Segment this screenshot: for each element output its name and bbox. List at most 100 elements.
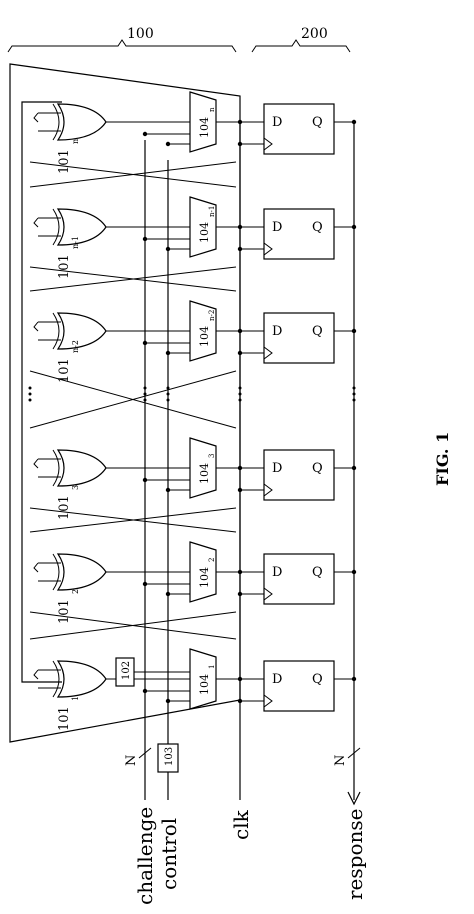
component-102-label: 102 <box>121 661 132 680</box>
stage-2-xor-in-arrow <box>33 217 39 228</box>
stage-3-cross-b <box>29 370 237 429</box>
label-200: 200 <box>301 26 328 42</box>
stage-6-ff-q: Q <box>312 672 323 687</box>
stage-4-mux-sel-dot <box>142 477 148 483</box>
stage-5-xor-label: 101 <box>57 599 72 624</box>
stage-1-mux-sub: n <box>208 107 216 112</box>
stage-3-xor-gate <box>56 312 107 350</box>
brace-200 <box>251 39 351 53</box>
stage-6-xor-in-arrow <box>33 669 39 680</box>
stage-4-mux-ctl-dot <box>165 487 171 493</box>
stage-4-xor-gate <box>56 449 107 487</box>
stage-2-mux-ctl-dot <box>165 246 171 252</box>
stage-6-mux-sub: 1 <box>208 665 216 669</box>
stage-4-mux <box>189 437 217 499</box>
challenge-slash <box>138 747 152 759</box>
stage-1-ff-q-dot <box>351 119 357 125</box>
stage-3-mux <box>189 300 217 362</box>
clk-label: clk <box>229 809 253 840</box>
stage-1-mux-ctl-dot <box>165 141 171 147</box>
stage-3-xor-in-arrow <box>33 321 39 332</box>
stage-3-mux-label: 104 <box>198 326 211 347</box>
ellipsis-dot <box>143 398 147 402</box>
stage-6-mux <box>189 648 217 710</box>
ellipsis-dot <box>352 386 356 390</box>
stage-5-mux-out-dot <box>237 569 243 575</box>
stage-5-mux-sel-dot <box>142 581 148 587</box>
stage-5-ff-d: D <box>272 565 282 580</box>
stage-4-mux-out-dot <box>237 465 243 471</box>
stage-1-xor-in-arrow <box>33 112 39 123</box>
stage-6-xor-sub: 1 <box>71 696 80 701</box>
stage-5-mux-ctl-dot <box>165 591 171 597</box>
ellipsis-dot <box>166 392 170 396</box>
stage-1-flipflop <box>263 103 335 155</box>
stage-5-ff-clk-dot <box>237 591 243 597</box>
stage-6-flipflop <box>263 660 335 712</box>
stage-2-mux-sel-dot <box>142 236 148 242</box>
ellipsis-dot <box>238 392 242 396</box>
stage-4-ff-clk-dot <box>237 487 243 493</box>
stage-4-cross-b <box>29 507 237 533</box>
stage-1-xor-label: 101 <box>57 149 72 174</box>
stage-6-ff-q-dot <box>351 676 357 682</box>
stage-5-cross-b <box>29 611 237 640</box>
stage-1-mux <box>189 91 217 153</box>
ellipsis-dot <box>28 392 32 396</box>
stage-1-xor-sub: n <box>71 139 80 144</box>
stage-2-ff-q: Q <box>312 220 323 235</box>
ellipsis-dot <box>143 386 147 390</box>
stage-6-xor-arc <box>52 660 60 698</box>
stage-3-ff-d: D <box>272 324 282 339</box>
stage-3-xor-arc <box>52 312 60 350</box>
stage-3-xor-label: 101 <box>57 358 72 383</box>
ellipsis-dot <box>352 392 356 396</box>
ellipsis-dot <box>238 398 242 402</box>
stage-3-ff-q: Q <box>312 324 323 339</box>
stage-2-cross-b <box>29 266 237 292</box>
stage-5-flipflop <box>263 553 335 605</box>
stage-1-mux-out-dot <box>237 119 243 125</box>
stage-4-ff-d: D <box>272 461 282 476</box>
stage-2-xor-gate <box>56 208 107 246</box>
stage-4-flipflop <box>263 449 335 501</box>
ellipsis-dot <box>166 398 170 402</box>
stage-1-xor-gate <box>56 103 107 141</box>
stage-4-ff-q: Q <box>312 461 323 476</box>
stage-2-ff-clk-tri <box>263 242 273 256</box>
stage-5-xor-sub: 2 <box>71 589 80 594</box>
ellipsis-dot <box>238 386 242 390</box>
stage-6-mux-label: 104 <box>198 674 211 695</box>
stage-5-mux-label: 104 <box>198 567 211 588</box>
stage-3-mux-sub: n-2 <box>208 310 216 321</box>
stage-2-ff-d: D <box>272 220 282 235</box>
stage-3-ff-clk-tri <box>263 346 273 360</box>
ellipsis-dot <box>143 392 147 396</box>
stage-3-ff-q-dot <box>351 328 357 334</box>
component-103-label: 103 <box>164 747 175 766</box>
stage-2-mux-sub: n-1 <box>208 206 216 217</box>
brace-100 <box>7 39 237 53</box>
stage-6-xor-gate <box>56 660 107 698</box>
stage-6-mux-sel-dot <box>142 688 148 694</box>
stage-5-xor-gate <box>56 553 107 591</box>
ellipsis-dot <box>28 398 32 402</box>
stage-5-xor-arc <box>52 553 60 591</box>
ellipsis-dot <box>28 386 32 390</box>
ellipsis-dot <box>166 386 170 390</box>
stage-4-xor-sub: 3 <box>71 485 80 490</box>
stage-5-mux-sub: 2 <box>208 558 216 562</box>
stage-5-mux <box>189 541 217 603</box>
component-103-box <box>157 743 179 773</box>
stage-1-ff-q: Q <box>312 115 323 130</box>
stage-2-mux <box>189 196 217 258</box>
stage-2-ff-clk-dot <box>237 246 243 252</box>
stage-6-ff-d: D <box>272 672 282 687</box>
stage-1-ff-clk-tri <box>263 137 273 151</box>
stage-6-ff-clk-dot <box>237 698 243 704</box>
stage-5-xor-in-arrow <box>33 562 39 573</box>
stage-4-xor-in-arrow <box>33 458 39 469</box>
ellipsis-group <box>28 386 356 402</box>
